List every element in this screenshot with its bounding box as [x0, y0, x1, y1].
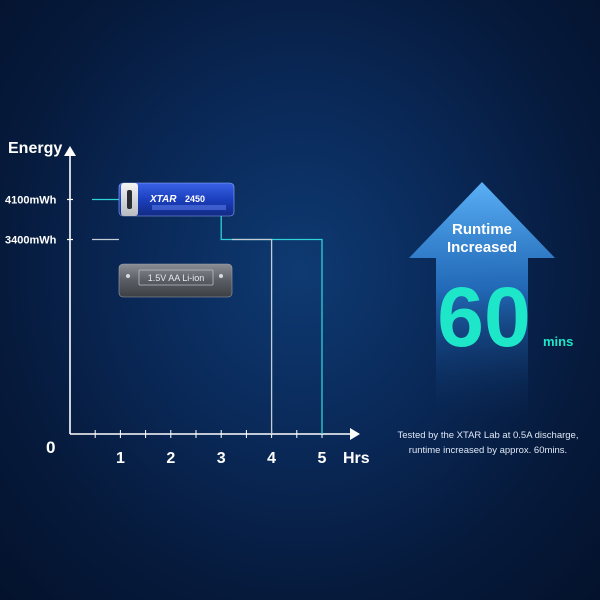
runtime-increase-value: 60: [437, 270, 530, 364]
y-tick-label: 3400mWh: [5, 235, 57, 247]
x-axis-arrowhead: [350, 428, 360, 440]
xtar-battery-brand: XTAR: [149, 194, 177, 205]
runtime-label-line1: Runtime: [452, 221, 512, 238]
xtar-battery: XTAR 2450: [118, 182, 235, 217]
aa-liion-battery: 1.5V AA Li-ion: [118, 263, 233, 298]
xtar-battery-capacity: 2450: [185, 194, 205, 204]
series-line-2: [232, 238, 273, 434]
y-tick-label: 4100mWh: [5, 194, 57, 206]
test-note-line1: Tested by the XTAR Lab at 0.5A discharge…: [397, 430, 579, 441]
series-layer: [92, 198, 323, 434]
chart-axes: [64, 146, 360, 440]
aa-battery-label: 1.5V AA Li-ion: [148, 273, 205, 283]
runtime-arrow: [409, 182, 555, 420]
test-note-line2: runtime increased by approx. 60mins.: [408, 445, 568, 456]
x-tick-label: 5: [318, 450, 327, 467]
x-tick-label: 3: [217, 450, 226, 467]
runtime-label-line2: Increased: [447, 239, 517, 256]
x-tick-labels: 1 2 3 4 5: [116, 450, 327, 467]
runtime-increase-unit: mins: [543, 334, 573, 349]
x-tick-label: 1: [116, 450, 125, 467]
x-tick-label: 2: [166, 450, 175, 467]
y-axis-arrowhead: [64, 146, 76, 156]
x-tick-label: 4: [267, 450, 276, 467]
y-axis-title: Energy: [8, 140, 62, 157]
y-tick-labels: 4100mWh 3400mWh: [5, 194, 73, 247]
origin-label: 0: [46, 438, 55, 457]
test-note: Tested by the XTAR Lab at 0.5A discharge…: [383, 428, 593, 458]
x-axis-title: Hrs: [343, 450, 370, 467]
